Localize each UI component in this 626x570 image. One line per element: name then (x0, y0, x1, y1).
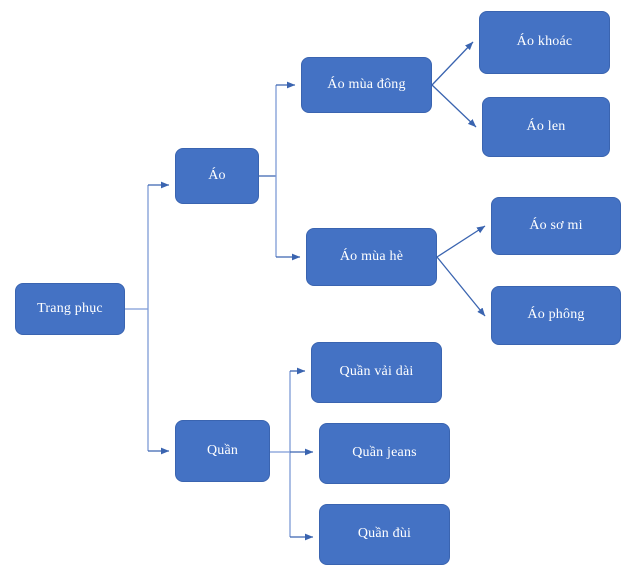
node-label-ao-len: Áo len (526, 118, 566, 134)
node-quan-jeans[interactable]: Quần jeans (319, 423, 450, 484)
node-ao-phong[interactable]: Áo phông (491, 286, 621, 345)
edge-ao-so-mi (436, 225, 486, 258)
node-ao[interactable]: Áo (175, 148, 259, 204)
node-quan-vai-dai[interactable]: Quần vải dài (311, 342, 442, 403)
node-label-quan-dui: Quần đùi (357, 526, 412, 542)
node-ao-so-mi[interactable]: Áo sơ mi (491, 197, 621, 255)
node-label-quan-vai-dai: Quần vải dài (339, 364, 414, 380)
node-ao-mua-he[interactable]: Áo mùa hè (306, 228, 437, 286)
node-ao-len[interactable]: Áo len (482, 97, 610, 157)
node-label-quan: Quần (206, 442, 239, 458)
node-label-ao: Áo (208, 167, 226, 183)
node-label-ao-so-mi: Áo sơ mi (529, 217, 583, 233)
node-trang-phuc[interactable]: Trang phục (15, 283, 125, 335)
node-label-ao-phong: Áo phông (527, 307, 585, 323)
node-label-ao-mua-dong: Áo mùa đông (327, 76, 406, 92)
edge-ao-phong (436, 256, 486, 317)
node-ao-mua-dong[interactable]: Áo mùa đông (301, 57, 432, 113)
node-label-ao-khoac: Áo khoác (516, 34, 573, 50)
node-ao-khoac[interactable]: Áo khoác (479, 11, 610, 74)
node-label-quan-jeans: Quần jeans (352, 445, 417, 461)
edge-ao-khoac (431, 41, 474, 86)
node-quan-dui[interactable]: Quần đùi (319, 504, 450, 565)
node-quan[interactable]: Quần (175, 420, 270, 482)
edge-ao-len (431, 84, 477, 128)
node-label-ao-mua-he: Áo mùa hè (339, 248, 404, 264)
node-label-trang-phuc: Trang phục (37, 300, 103, 316)
